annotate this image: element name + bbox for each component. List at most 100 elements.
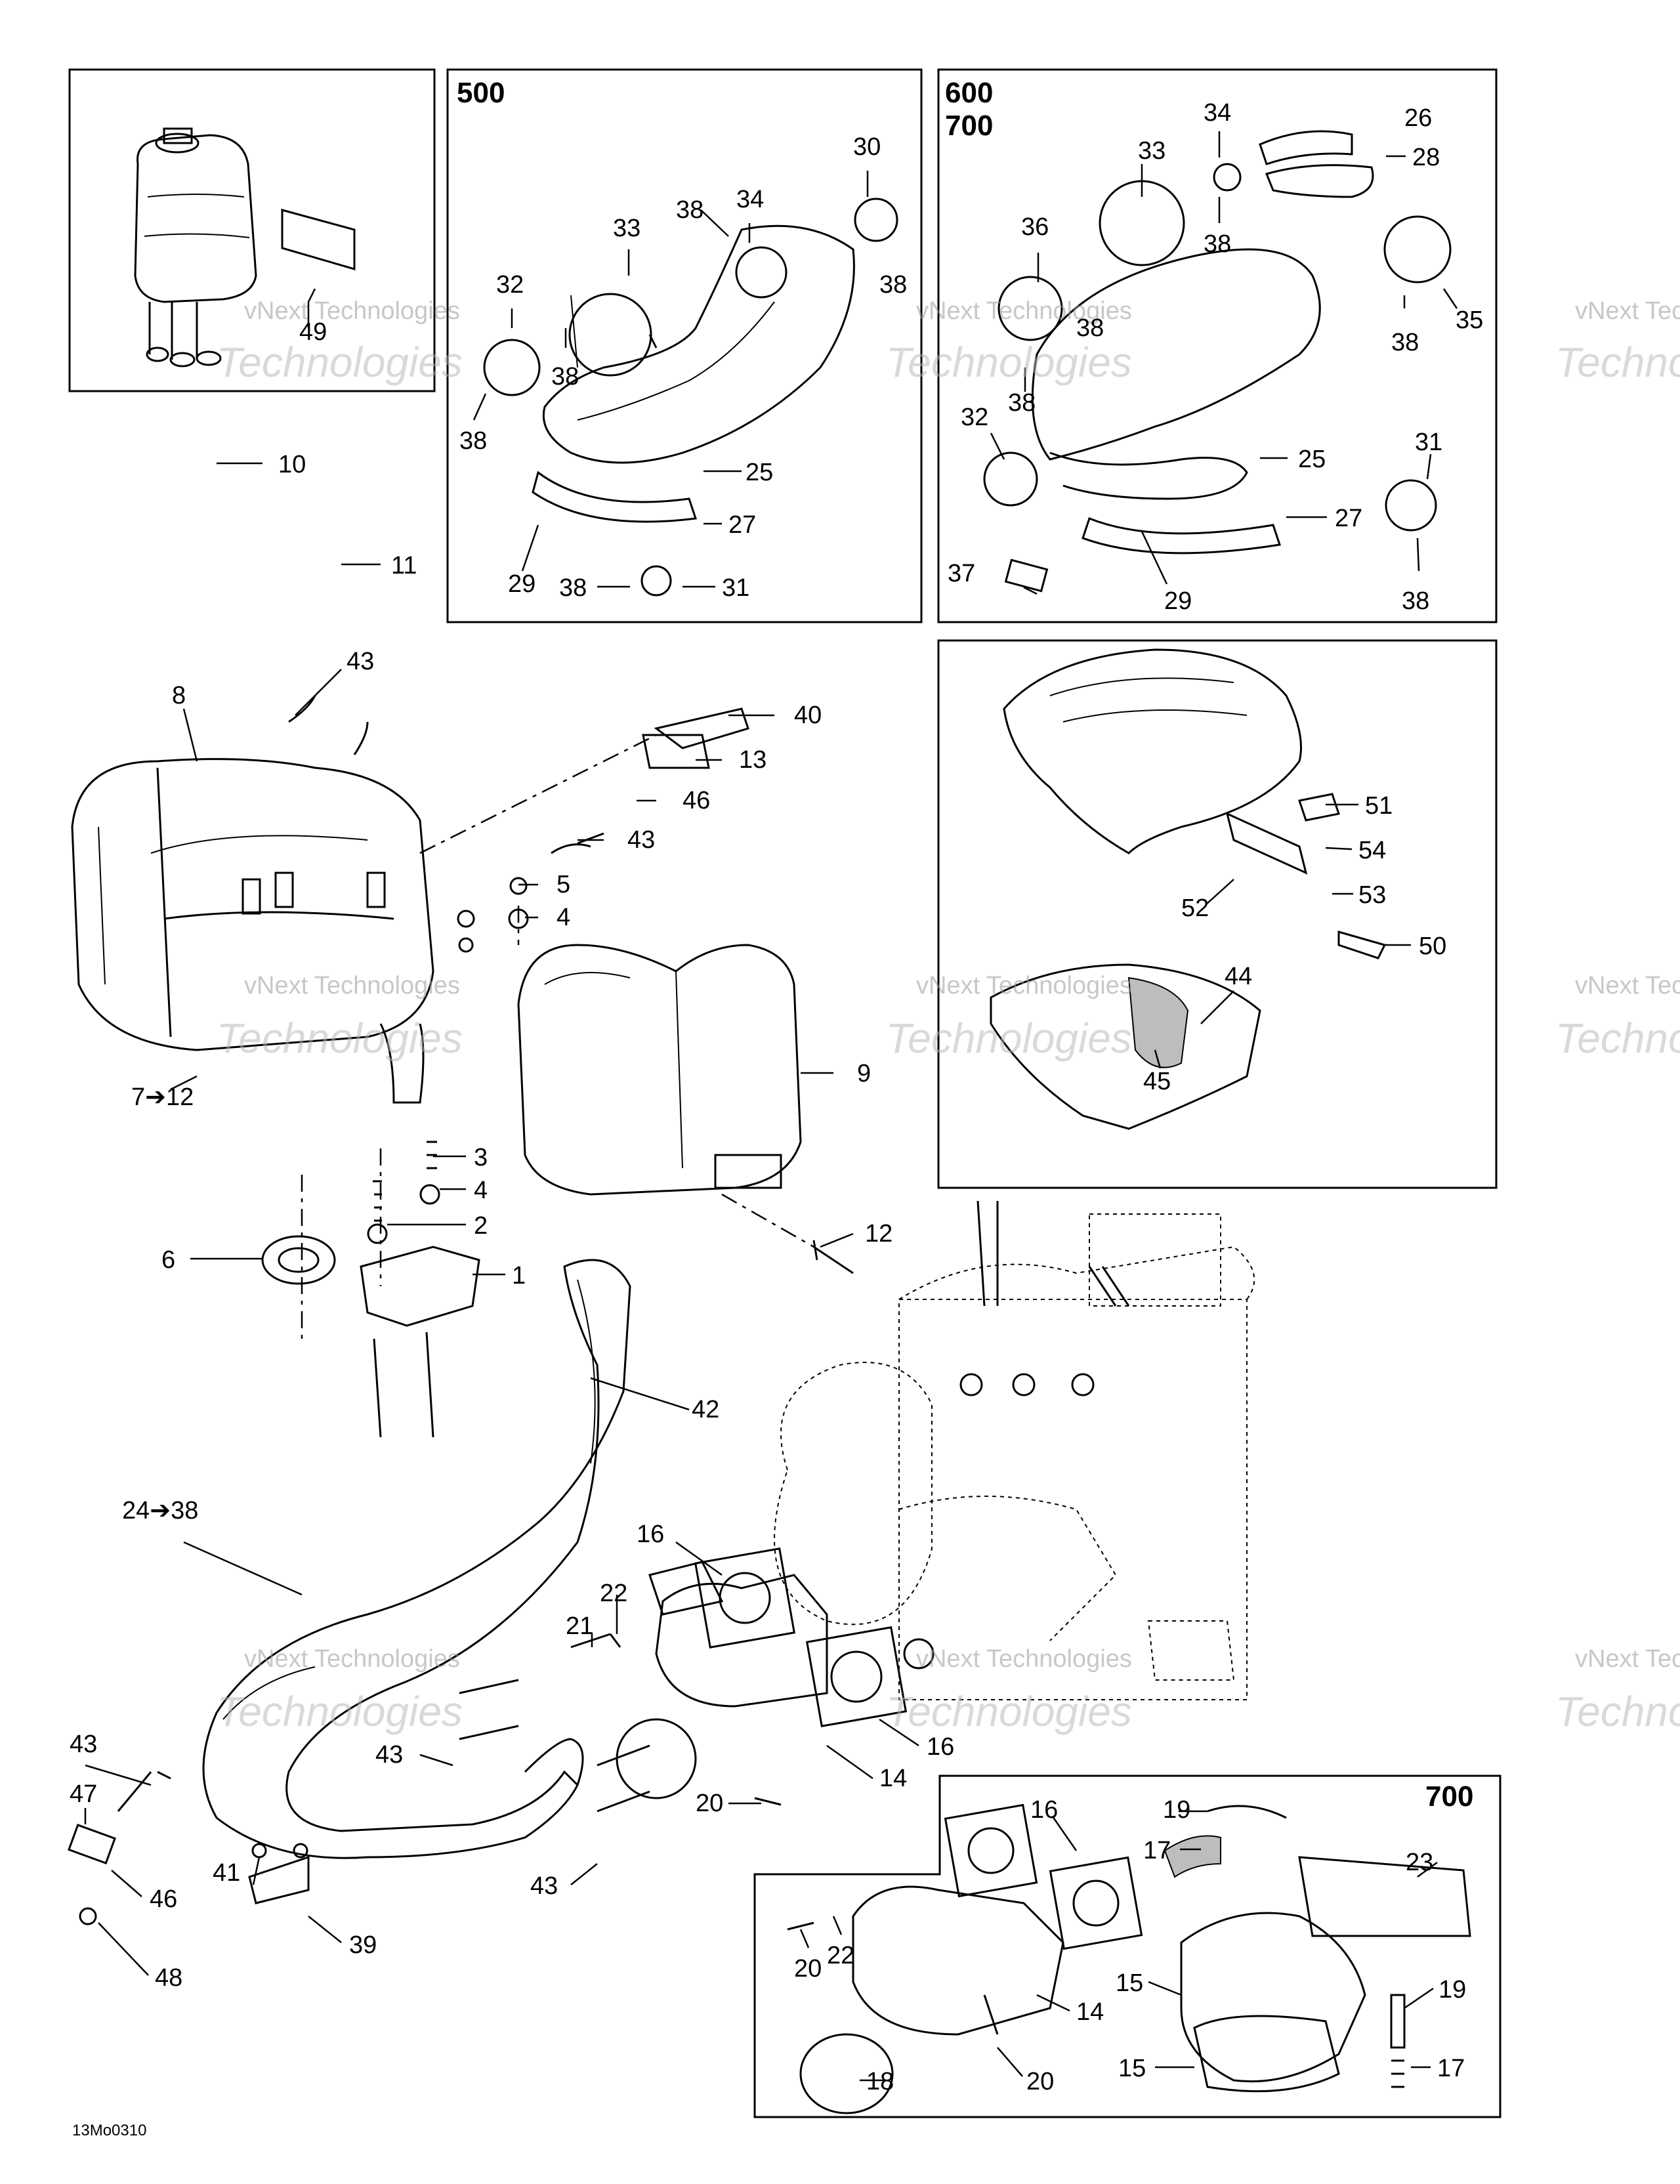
svg-text:Technologies: Technologies bbox=[886, 1015, 1132, 1062]
callout-38: 38 bbox=[551, 363, 579, 390]
callout-39: 39 bbox=[349, 1931, 377, 1959]
callout-20: 20 bbox=[794, 1955, 822, 1983]
callout-15: 15 bbox=[1118, 2055, 1146, 2082]
callout-5: 5 bbox=[556, 871, 570, 898]
svg-text:Technologies: Technologies bbox=[217, 339, 463, 386]
callout-38: 38 bbox=[1204, 230, 1231, 258]
callout-38: 38 bbox=[559, 574, 587, 602]
svg-text:Technologies: Technologies bbox=[1555, 339, 1680, 386]
callout-43: 43 bbox=[627, 826, 655, 854]
callout-6: 6 bbox=[161, 1246, 175, 1274]
bracket-and-hardware-drawing bbox=[261, 695, 854, 1438]
callout-32: 32 bbox=[961, 404, 988, 431]
box-500-label: 500 bbox=[457, 77, 505, 109]
callout-27: 27 bbox=[1335, 505, 1362, 532]
svg-text:vNext Technologies: vNext Technologies bbox=[916, 297, 1132, 325]
callout-4: 4 bbox=[474, 1177, 488, 1204]
callout-23: 23 bbox=[1406, 1849, 1433, 1876]
callout-25: 25 bbox=[746, 459, 773, 486]
callout-34: 34 bbox=[736, 186, 764, 213]
muffler-cover-drawing bbox=[990, 648, 1387, 1130]
callout-50: 50 bbox=[1419, 933, 1446, 960]
callout-28: 28 bbox=[1412, 144, 1440, 171]
callout-18: 18 bbox=[866, 2068, 894, 2095]
callout-35: 35 bbox=[1456, 306, 1483, 334]
callout-19: 19 bbox=[1163, 1796, 1190, 1824]
flange-700-drawing bbox=[787, 1803, 1471, 2114]
watermarks: vNext Technologies Technologies vNext Te… bbox=[217, 297, 1680, 1735]
svg-text:vNext Technologies: vNext Technologies bbox=[916, 1645, 1132, 1673]
callout-14: 14 bbox=[1076, 1998, 1104, 2026]
callout-labels: 49 10 11 30 34 38 33 38 32 38 38 25 27 2… bbox=[70, 99, 1483, 2095]
diagram-code: 13Mo0310 bbox=[72, 2122, 146, 2139]
svg-text:vNext Technologies: vNext Technologies bbox=[244, 297, 460, 325]
callout-27: 27 bbox=[728, 511, 756, 539]
callout-29: 29 bbox=[508, 570, 536, 598]
tuned-pipe-main-drawing bbox=[68, 1259, 650, 1925]
callout-29: 29 bbox=[1164, 587, 1192, 615]
callout-16: 16 bbox=[927, 1733, 954, 1761]
callout-14: 14 bbox=[879, 1765, 907, 1792]
callout-21: 21 bbox=[566, 1612, 593, 1640]
callout-38: 38 bbox=[879, 271, 907, 299]
callout-13: 13 bbox=[739, 746, 766, 774]
callout-17: 17 bbox=[1143, 1837, 1171, 1864]
callout-38: 38 bbox=[1008, 389, 1036, 417]
muffler-assembly-drawing bbox=[71, 334, 802, 1196]
callout-20: 20 bbox=[696, 1790, 723, 1817]
callout-44: 44 bbox=[1225, 963, 1252, 990]
callout-16: 16 bbox=[637, 1521, 664, 1548]
callout-25: 25 bbox=[1298, 446, 1326, 473]
callout-51: 51 bbox=[1365, 792, 1393, 820]
callout-8: 8 bbox=[172, 682, 186, 709]
callout-52: 52 bbox=[1181, 894, 1209, 922]
svg-text:vNext Technologies: vNext Technologies bbox=[244, 972, 460, 999]
callout-48: 48 bbox=[155, 1964, 182, 1992]
callout-22: 22 bbox=[600, 1580, 627, 1607]
exhaust-manifold-drawing bbox=[570, 1547, 908, 1806]
callout-12: 12 bbox=[865, 1220, 892, 1248]
callout-46: 46 bbox=[150, 1885, 177, 1913]
callout-46: 46 bbox=[682, 787, 710, 814]
callout-33: 33 bbox=[613, 215, 640, 242]
box-700-label: 700 bbox=[945, 110, 993, 142]
callout-38: 38 bbox=[1402, 587, 1429, 615]
tuned-pipe-500-drawing bbox=[483, 198, 898, 597]
callout-36: 36 bbox=[1021, 213, 1049, 241]
callout-37: 37 bbox=[948, 560, 975, 587]
callout-7-12: 7➔12 bbox=[131, 1083, 194, 1111]
callout-34: 34 bbox=[1204, 99, 1231, 127]
svg-text:vNext Technologies: vNext Technologies bbox=[1575, 972, 1680, 999]
engine-drawing bbox=[774, 1200, 1255, 1700]
callout-31: 31 bbox=[722, 574, 749, 602]
callout-16: 16 bbox=[1030, 1796, 1058, 1824]
tuned-pipe-600-700-drawing bbox=[983, 130, 1452, 593]
inset-box-600-700 bbox=[937, 68, 1498, 623]
box-600-label: 600 bbox=[945, 77, 993, 109]
callout-54: 54 bbox=[1358, 837, 1386, 864]
callout-31: 31 bbox=[1415, 429, 1442, 456]
callout-17: 17 bbox=[1437, 2055, 1465, 2082]
inset-box-oil-tank bbox=[68, 68, 436, 392]
callout-38: 38 bbox=[1076, 314, 1104, 342]
callout-38: 38 bbox=[1391, 329, 1419, 356]
callout-43: 43 bbox=[530, 1872, 558, 1900]
alignment-lines bbox=[301, 734, 814, 1339]
svg-text:Technologies: Technologies bbox=[217, 1688, 463, 1735]
callout-43: 43 bbox=[375, 1741, 403, 1769]
inset-box-500 bbox=[446, 68, 923, 623]
svg-text:vNext Technologies: vNext Technologies bbox=[1575, 1645, 1680, 1673]
callout-15: 15 bbox=[1116, 1969, 1143, 1997]
svg-text:Technologies: Technologies bbox=[1555, 1015, 1680, 1062]
inset-box-700-flange bbox=[753, 1774, 1502, 2118]
callout-22: 22 bbox=[827, 1942, 854, 1969]
callout-3: 3 bbox=[474, 1144, 488, 1171]
callout-9: 9 bbox=[857, 1060, 871, 1087]
svg-text:vNext Technologies: vNext Technologies bbox=[244, 1645, 460, 1673]
callout-41: 41 bbox=[213, 1859, 240, 1887]
leader-lines bbox=[84, 131, 1458, 2082]
callout-53: 53 bbox=[1358, 881, 1386, 909]
callout-19: 19 bbox=[1438, 1976, 1466, 2004]
callout-2: 2 bbox=[474, 1212, 488, 1240]
